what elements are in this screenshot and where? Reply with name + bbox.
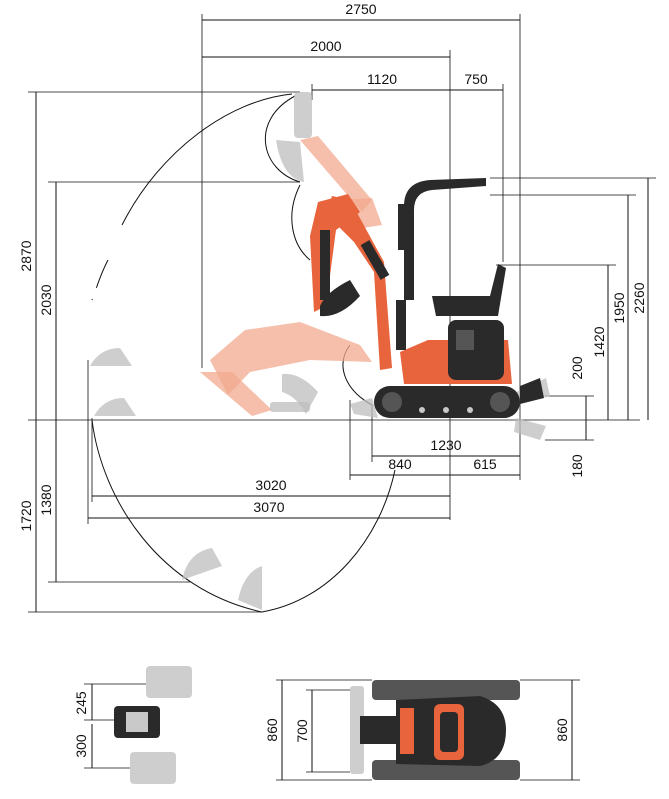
excavator-side-view [310,178,544,418]
label-2750: 2750 [345,1,376,17]
label-3020: 3020 [255,477,286,493]
label-860-left: 860 [264,718,280,742]
dim-3070: 3070 [87,360,450,524]
blade-offset-right-ghost [130,752,176,784]
label-2870: 2870 [18,240,34,271]
label-2000: 2000 [310,38,341,54]
label-750: 750 [464,71,488,87]
ghost-buckets [90,348,550,610]
label-2260: 2260 [631,282,647,313]
label-180: 180 [569,454,585,478]
dim-615: 615 [450,456,520,476]
dim-1420: 1420 [496,264,616,420]
track-top [372,680,520,700]
label-1380: 1380 [38,484,54,515]
ghost-blade-lowered [514,418,546,440]
dim-2260: 2260 [490,177,656,420]
dim-2000: 2000 [202,38,451,520]
boom-cylinder [360,240,390,280]
label-2030: 2030 [38,284,54,315]
label-1950: 1950 [611,292,627,323]
dim-1120: 1120 [311,71,450,100]
label-300: 300 [73,734,89,758]
label-1230: 1230 [430,437,461,453]
arm-cylinder [320,230,330,300]
label-245: 245 [73,691,89,715]
dim-1720: 1720 [18,420,262,613]
orange-frame-top [400,708,414,754]
dim-1230: 1230 [371,405,520,462]
dim-750: 750 [450,71,504,262]
ghost-arm-extended [200,322,372,416]
ghost-blade-front [350,398,378,418]
label-1420: 1420 [591,326,607,357]
ghost-bucket-2 [94,398,136,416]
ghost-bucket-3 [182,548,222,580]
dim-2870: 2870 [18,91,300,420]
boom-swing-cylinder [396,300,406,350]
label-1720: 1720 [18,500,34,531]
dim-3020: 3020 [91,418,450,502]
boom-top-view [360,716,400,744]
label-615: 615 [473,456,497,472]
ghost-bucket-4 [238,566,262,610]
ghost-arm-raised [276,92,382,230]
dim-2030: 2030 [38,181,300,420]
dim-180: 180 [545,420,594,478]
plan-view-blade-offset: 245 300 [73,666,192,784]
label-1120: 1120 [367,71,397,87]
label-860-right: 860 [554,718,570,742]
dim-1380: 1380 [38,420,190,583]
blade-offset-left-ghost [146,666,192,698]
plan-view-top: 860 700 860 [264,679,580,781]
label-700: 700 [294,719,310,743]
operator-seat [432,264,506,316]
bucket [320,280,360,317]
dim-1950: 1950 [490,194,636,420]
dim-200: 200 [545,356,594,420]
ghost-bucket-1 [90,348,132,366]
rops-canopy [404,178,486,300]
dozer-blade [520,378,544,404]
label-200: 200 [569,356,585,380]
label-3070: 3070 [253,499,284,515]
blade-top-view [350,686,364,774]
track-assembly [374,386,520,418]
dim-840: 840 [349,400,450,480]
label-840: 840 [388,456,412,472]
